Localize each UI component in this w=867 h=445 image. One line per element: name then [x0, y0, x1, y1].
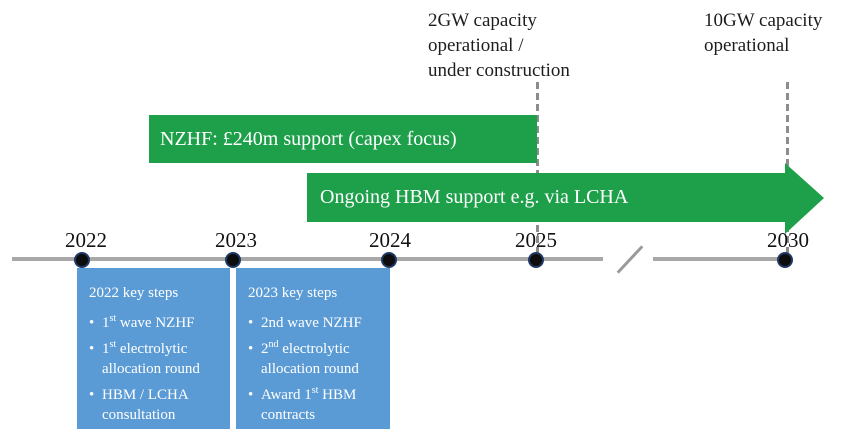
year-label-2022: 2022: [65, 228, 107, 252]
key-steps-title: 2022 key steps: [89, 285, 179, 301]
bullet-text: 1st wave NZHF: [102, 313, 195, 332]
dashed-line-2025: [536, 82, 539, 260]
bullet-text: 1st electrolytic allocation round: [102, 339, 200, 378]
timeline-break-slash: [616, 245, 644, 274]
list-item: • 2nd electrolytic allocation round: [248, 339, 382, 379]
timeline-dot-2023: [225, 252, 241, 268]
key-steps-box-2023: 2023 key steps • 2nd wave NZHF • 2nd ele…: [236, 268, 390, 429]
bullet-icon: •: [89, 387, 95, 403]
nzhf-support-banner: NZHF: £240m support (capex focus): [149, 115, 537, 163]
annotation-2gw-capacity: 2GW capacity operational / under constru…: [428, 8, 570, 83]
annotation-line: 10GW capacity: [704, 10, 823, 31]
bullet-icon: •: [248, 315, 254, 331]
annotation-10gw-capacity: 10GW capacity operational: [704, 8, 822, 58]
year-label-2023: 2023: [215, 228, 257, 252]
bullet-icon: •: [248, 341, 254, 357]
list-item: • 2nd wave NZHF: [248, 313, 382, 333]
year-label-2024: 2024: [369, 228, 411, 252]
timeline-axis-left: [12, 257, 603, 261]
annotation-line: operational: [704, 35, 790, 56]
bullet-icon: •: [89, 341, 95, 357]
annotation-line: operational /: [428, 35, 524, 56]
annotation-line: under construction: [428, 60, 570, 81]
timeline-dot-2022: [74, 252, 90, 268]
year-label-2030: 2030: [767, 228, 809, 252]
key-steps-box-2022: 2022 key steps • 1st wave NZHF • 1st ele…: [77, 268, 230, 429]
list-item: • 1st wave NZHF: [89, 313, 222, 333]
bullet-text: Award 1st HBM contracts: [261, 385, 357, 424]
timeline-dot-2030: [777, 252, 793, 268]
timeline-dot-2025: [528, 252, 544, 268]
timeline-dot-2024: [381, 252, 397, 268]
year-label-2025: 2025: [515, 228, 557, 252]
list-item: • 1st electrolytic allocation round: [89, 339, 222, 379]
timeline-axis-right: [653, 257, 787, 261]
bullet-icon: •: [89, 315, 95, 331]
list-item: • Award 1st HBM contracts: [248, 385, 382, 425]
bullet-text: 2nd electrolytic allocation round: [261, 339, 359, 378]
annotation-line: 2GW capacity: [428, 10, 537, 31]
bullet-icon: •: [248, 387, 254, 403]
hbm-support-arrow-head-icon: [785, 163, 824, 234]
bullet-text: 2nd wave NZHF: [261, 315, 362, 331]
list-item: • HBM / LCHA consultation: [89, 385, 222, 425]
key-steps-title: 2023 key steps: [248, 285, 338, 301]
bullet-text: HBM / LCHA consultation: [102, 387, 188, 423]
hbm-support-arrow: Ongoing HBM support e.g. via LCHA: [307, 173, 785, 222]
